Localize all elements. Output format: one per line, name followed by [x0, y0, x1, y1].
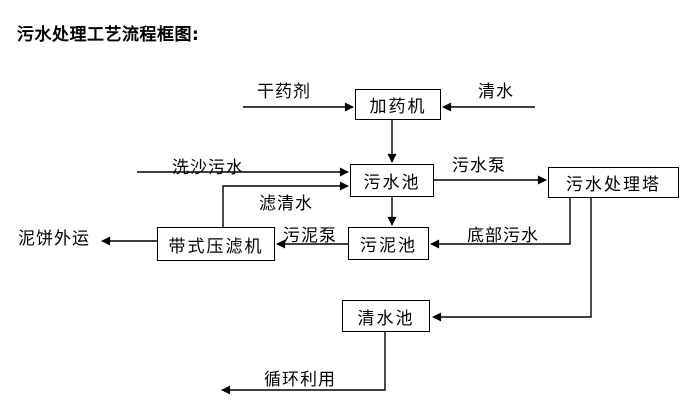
node-belt-filter-press: 带式压滤机: [157, 227, 275, 261]
arrow-filtered-water-press-to-sewage-pool: [222, 181, 349, 227]
label-dry-chemical: 干药剂: [257, 82, 311, 102]
arrow-bottom-sewage-tower-to-sludge-pool: [430, 198, 571, 249]
node-clean-water-pool: 清水池: [342, 300, 430, 332]
label-mud-cake-outbound: 泥饼外运: [18, 229, 90, 249]
label-bottom-sewage: 底部污水: [467, 226, 539, 246]
label-recycling: 循环利用: [264, 370, 336, 390]
node-sewage-pool: 污水池: [350, 164, 434, 197]
label-sludge-pump: 污泥泵: [283, 226, 337, 246]
label-clean-water: 清水: [478, 82, 514, 102]
node-sludge-pool: 污泥池: [348, 227, 429, 260]
arrow-clean-water-pool-to-recycling: [221, 332, 386, 395]
node-sewage-treatment-tower: 污水处理塔: [548, 167, 679, 198]
label-filtered-water: 滤清水: [259, 194, 313, 214]
label-sewage-pump: 污水泵: [452, 156, 506, 176]
label-sand-washing-sewage: 洗沙污水: [172, 158, 244, 178]
arrow-tower-to-clean-water-pool: [432, 198, 592, 322]
page-title: 污水处理工艺流程框图:: [17, 25, 200, 45]
node-dosing-machine: 加药机: [355, 89, 441, 120]
